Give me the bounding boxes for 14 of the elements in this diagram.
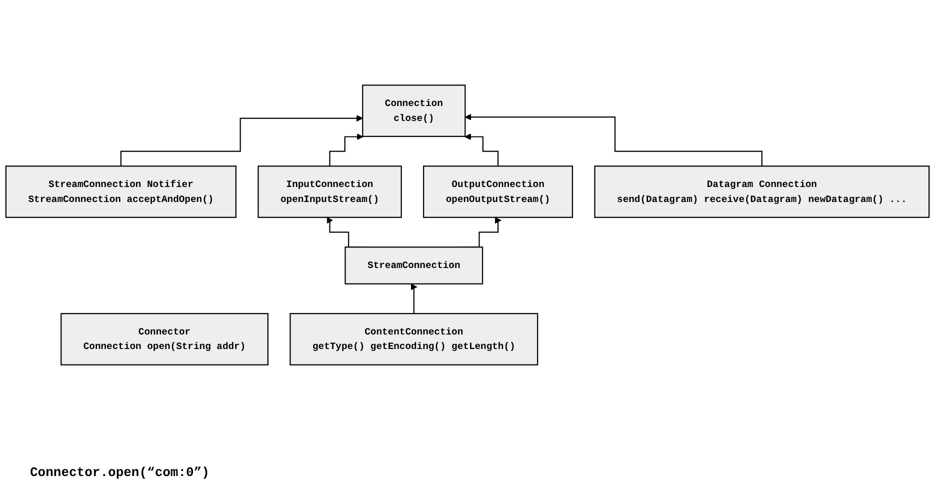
node-box: Connector Connection open(String addr) xyxy=(60,313,268,366)
note-text: Connector.open(“com:0”) xyxy=(30,465,210,480)
arrow xyxy=(329,133,364,167)
arrow xyxy=(120,115,363,167)
node-box: Datagram Connection send(Datagram) receive(Datagram) newDatagram() ... xyxy=(594,166,930,218)
node-box: OutputConnection openOutputStream() xyxy=(423,166,574,218)
node-box: ContentConnection getType() getEncoding() getLength() xyxy=(290,313,538,366)
node-box: StreamConnection Notifier StreamConnection acceptAndOpen() xyxy=(5,166,236,218)
arrow xyxy=(464,114,762,167)
node-box: StreamConnection xyxy=(344,246,484,284)
node-box: Connection close() xyxy=(362,84,466,137)
node-box: InputConnection openInputStream() xyxy=(258,166,402,218)
arrow xyxy=(464,133,499,167)
arrow xyxy=(410,284,418,314)
